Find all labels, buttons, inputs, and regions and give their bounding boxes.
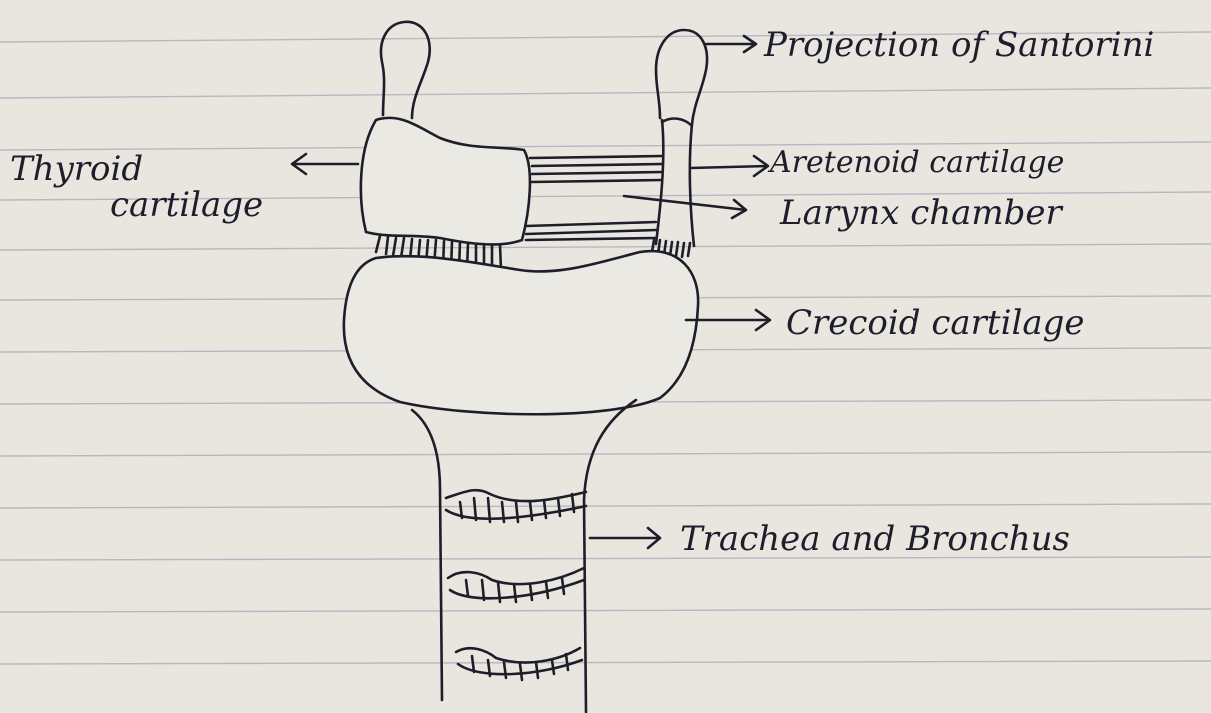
- right-santorini-projection: [656, 30, 707, 124]
- label-cricoid-cartilage: Crecoid cartilage: [786, 303, 1084, 343]
- label-thyroid-line2: cartilage: [110, 185, 263, 225]
- arrow-thyroid: [292, 154, 358, 174]
- trachea-tube: [412, 400, 636, 712]
- arrow-aretenoid: [690, 156, 768, 176]
- arrow-larynx: [624, 196, 746, 218]
- label-larynx-chamber: Larynx chamber: [779, 193, 1064, 233]
- arrow-projection: [706, 36, 756, 52]
- label-trachea-and-bronchus: Trachea and Bronchus: [680, 519, 1070, 559]
- right-arytenoid-column: [656, 119, 694, 246]
- label-aretenoid-cartilage: Aretenoid cartilage: [767, 145, 1064, 180]
- left-santorini-projection: [381, 22, 430, 118]
- cricoid-cartilage-shape: [344, 251, 698, 414]
- thyroid-cartilage-shape: [361, 118, 530, 245]
- tracheal-ring-3: [456, 648, 582, 680]
- arrow-trachea: [590, 528, 660, 548]
- tracheal-ring-2: [448, 568, 584, 602]
- label-thyroid-line1: Thyroid: [10, 149, 143, 189]
- label-projection-of-santorini: Projection of Santorini: [763, 25, 1154, 65]
